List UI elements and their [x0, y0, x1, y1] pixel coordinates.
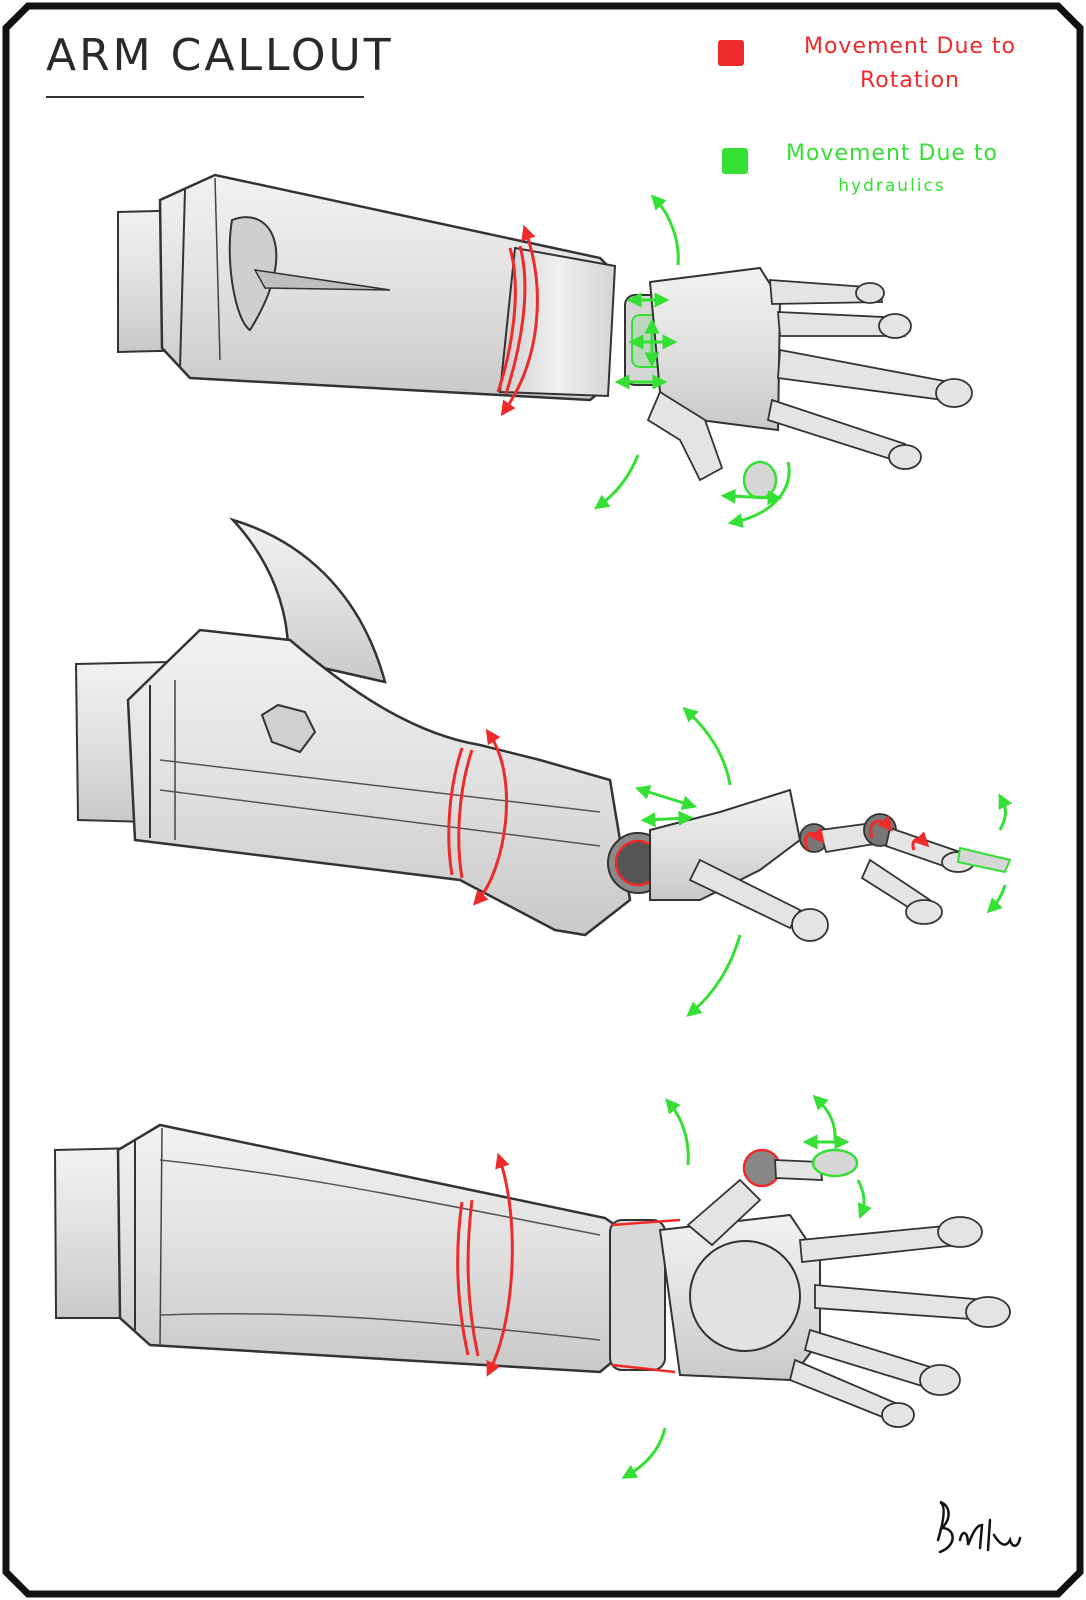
palm-plate: [689, 1240, 801, 1352]
legend-rotation: Movement Due to Rotation: [770, 30, 1050, 98]
fingers-palm: [686, 1148, 1011, 1428]
rotation-ring-side: [447, 728, 930, 906]
signature: [936, 1500, 1022, 1554]
legend-hydraulics-swatch: [722, 148, 748, 174]
view-side: [74, 517, 1013, 1017]
hand-side: [649, 788, 802, 901]
rotation-ring-palm: [456, 1152, 514, 1377]
hydraulic-arrows-side: [634, 706, 1013, 1017]
hydraulic-arrows-top: [593, 194, 791, 528]
legend-hydraulics-line2: hydraulics: [838, 176, 946, 196]
legend-hydraulics-line1: Movement Due to: [785, 141, 999, 166]
page-title: ARM CALLOUT: [46, 30, 394, 81]
wrist-palm: [609, 1219, 666, 1371]
forearm-armor-side: [126, 628, 632, 937]
fingers-side: [688, 813, 1012, 942]
title-underline: [46, 96, 364, 98]
legend-rotation-line1: Movement Due to: [803, 34, 1017, 59]
hydraulic-arrows-palm: [621, 1094, 872, 1479]
legend-rotation-line2: Rotation: [859, 68, 960, 93]
legend-rotation-swatch: [718, 40, 744, 66]
armor-slot: [228, 216, 278, 332]
rotation-ring-top: [496, 224, 539, 417]
legend-hydraulics: Movement Due to hydraulics: [762, 138, 1022, 202]
view-palm: [53, 1094, 1011, 1479]
armor-fin: [228, 517, 387, 684]
view-top: [117, 173, 973, 528]
armor-bolt: [260, 703, 317, 754]
wrist-cuff: [498, 246, 617, 398]
